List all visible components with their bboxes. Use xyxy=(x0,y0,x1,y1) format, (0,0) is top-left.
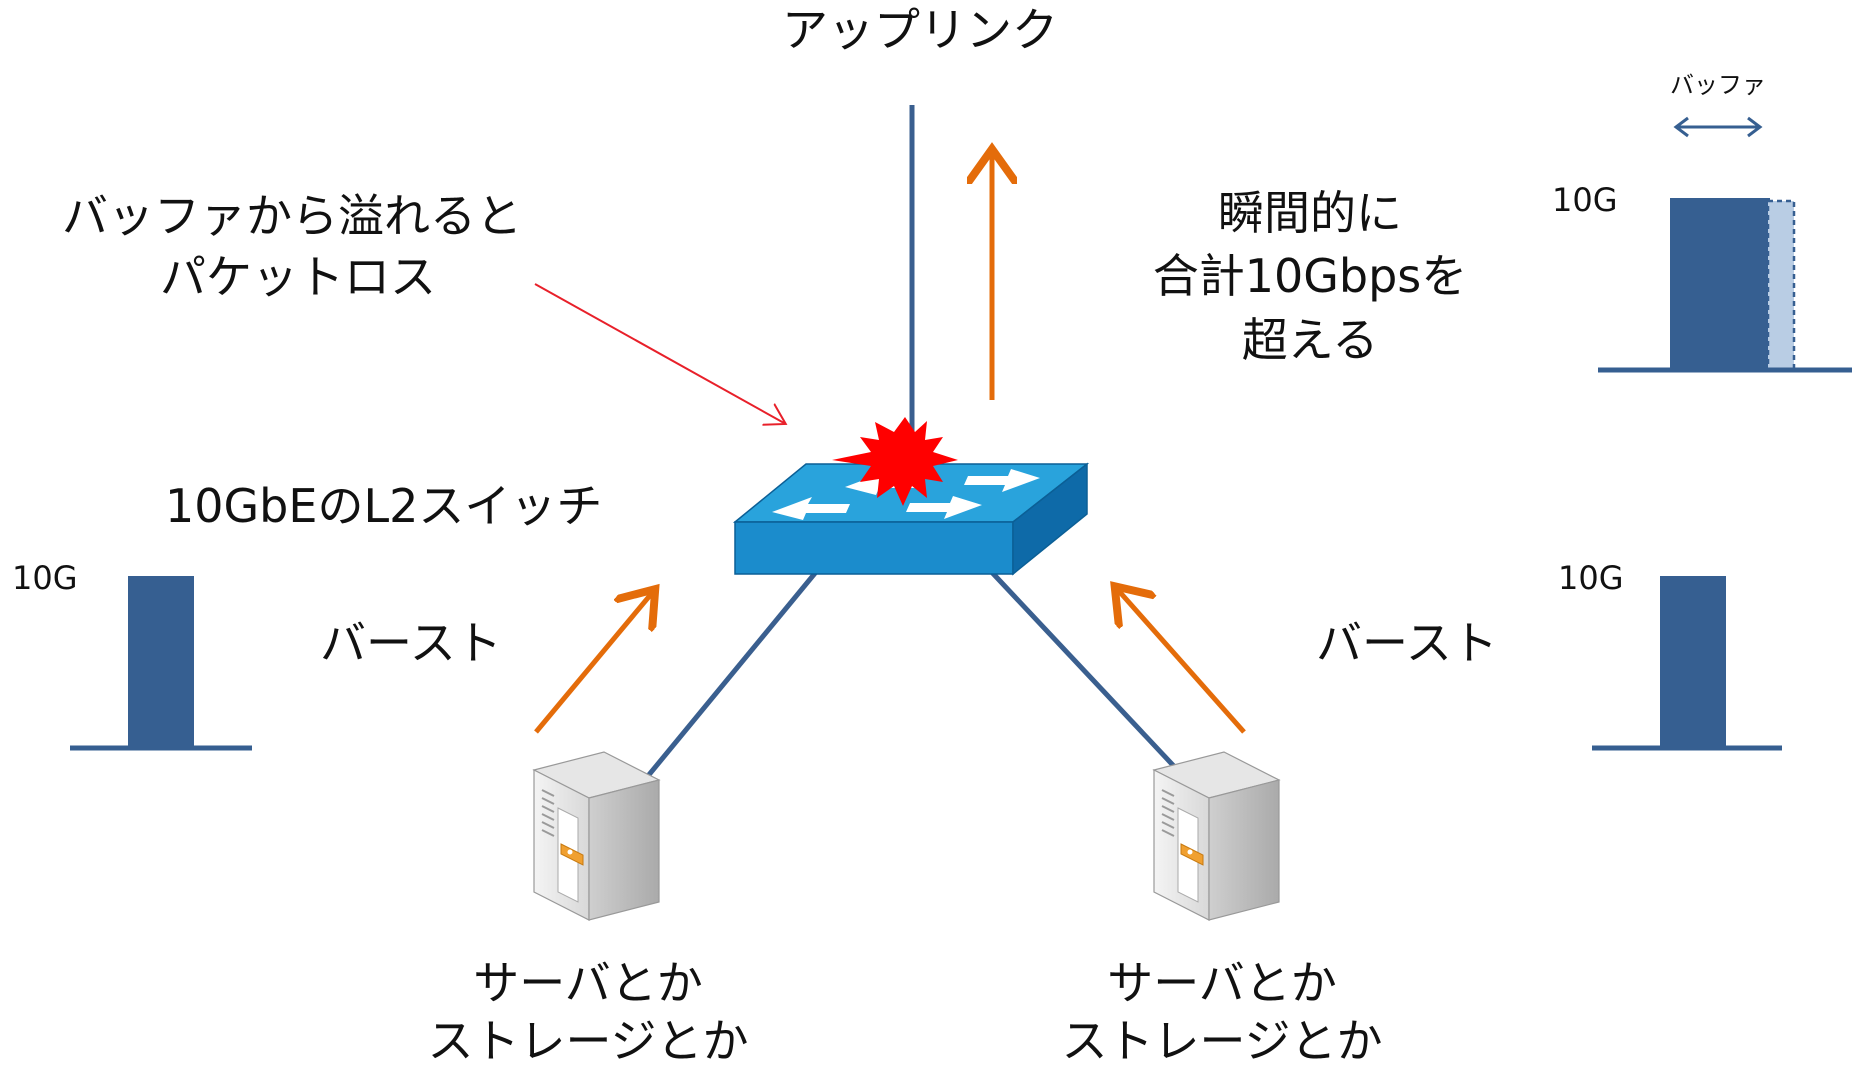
traffic-bar xyxy=(128,576,194,748)
link-left-server xyxy=(641,570,818,784)
chart-right-level-label: 10G xyxy=(1558,559,1624,597)
server-right-label-line2: ストレージとか xyxy=(1061,1014,1383,1068)
buffer-double-arrow xyxy=(1673,116,1763,138)
burst-label-left: バースト xyxy=(320,616,502,670)
instant-note-line1: 瞬間的に xyxy=(1218,186,1402,240)
server-left-label-line1: サーバとか xyxy=(473,956,703,1010)
traffic-chart-uplink xyxy=(1598,116,1852,373)
uplink-label: アップリンク xyxy=(782,3,1058,57)
burst-star-icon xyxy=(832,417,958,506)
burst-left-arrow xyxy=(534,593,652,734)
server-right-label-line1: サーバとか xyxy=(1107,956,1337,1010)
burst-label-right: バースト xyxy=(1316,616,1498,670)
traffic-chart-right xyxy=(1592,576,1782,751)
server-left-label-line2: ストレージとか xyxy=(427,1014,749,1068)
link-right-server xyxy=(983,563,1187,780)
chart-uplink-level-label: 10G xyxy=(1552,181,1618,219)
packet-loss-note-line2: パケットロス xyxy=(160,250,436,304)
packet-loss-note-line1: バッファから溢れると xyxy=(62,189,522,243)
traffic-bar xyxy=(1660,576,1726,748)
buffer-bar xyxy=(1766,199,1796,371)
traffic-chart-left xyxy=(70,576,252,751)
traffic-bar xyxy=(1670,198,1770,370)
switch-name-label: 10GbEのL2スイッチ xyxy=(165,479,603,533)
instant-note-line3: 超える xyxy=(1241,313,1379,367)
buffer-label: バッファ xyxy=(1670,71,1766,99)
server-icon xyxy=(1152,751,1281,921)
burst-right-arrow xyxy=(1118,590,1246,734)
server-icon xyxy=(532,751,661,921)
instant-note-line2: 合計10Gbpsを xyxy=(1152,249,1468,303)
chart-left-level-label: 10G xyxy=(12,559,78,597)
packet-loss-arrow xyxy=(534,283,784,423)
